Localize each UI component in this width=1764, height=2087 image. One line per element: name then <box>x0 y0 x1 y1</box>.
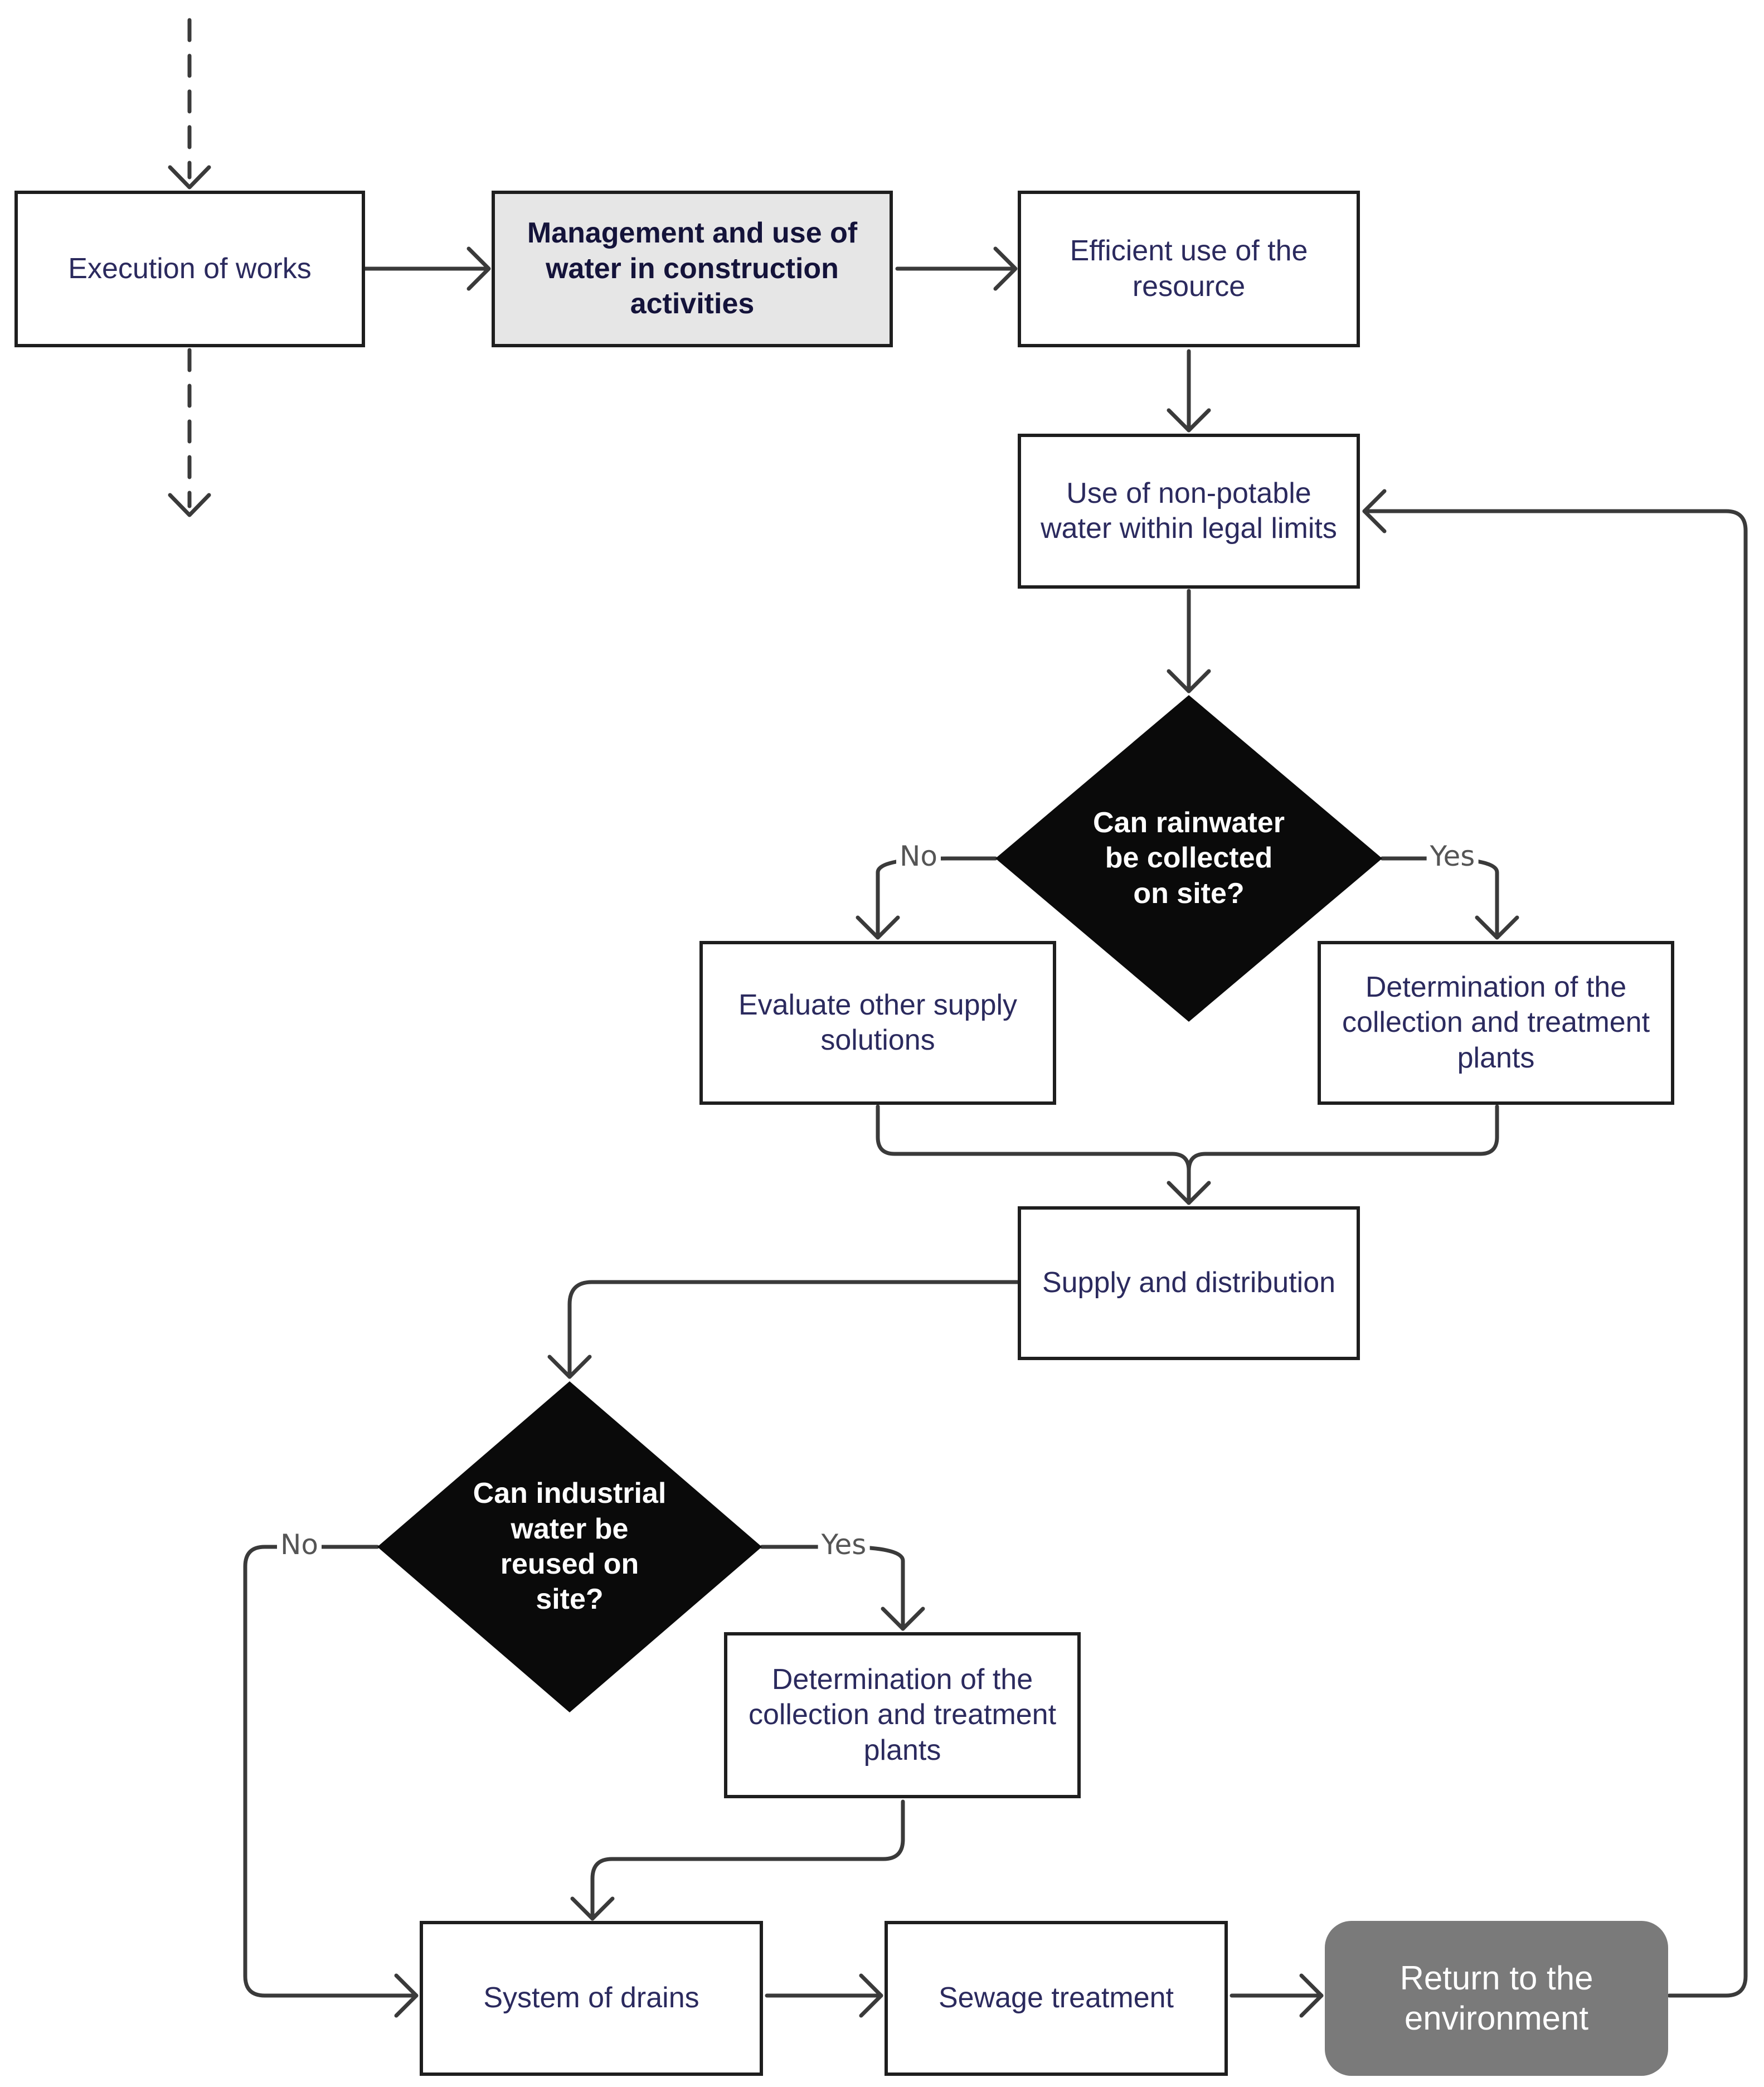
arrowhead-drains-top <box>570 1896 615 1921</box>
node-sewage-treatment[interactable]: Sewage treatment <box>885 1921 1228 2076</box>
edge-label-rain-no: No <box>896 840 941 872</box>
arrowhead-determination-1 <box>1475 915 1519 940</box>
edge-label-industrial-yes: Yes <box>818 1528 870 1561</box>
arrowhead-drains-left <box>394 1973 419 2018</box>
edge-label-industrial-no: No <box>277 1528 322 1561</box>
decision-industrial-label[interactable]: Can industrial water be reused on site? <box>473 1477 667 1616</box>
arrowhead-evaluate <box>856 915 900 940</box>
node-non-potable-water[interactable]: Use of non-potable water within legal li… <box>1018 434 1360 589</box>
arrowhead-management <box>466 246 491 291</box>
node-supply-distribution[interactable]: Supply and distribution <box>1018 1206 1360 1360</box>
node-efficient-use[interactable]: Efficient use of the resource <box>1018 191 1360 347</box>
node-evaluate-other-supply[interactable]: Evaluate other supply solutions <box>699 941 1056 1105</box>
arrowhead-return <box>1299 1973 1324 2018</box>
edge-determination-2-to-drains <box>590 1799 905 1921</box>
arrowhead-rain <box>1167 669 1211 693</box>
edge-supply-to-industrial <box>567 1280 1020 1379</box>
edge-evaluate-to-merge <box>876 1104 1191 1205</box>
node-determination-plants-2[interactable]: Determination of the collection and trea… <box>724 1632 1081 1798</box>
outgoing-dashed-arrowhead <box>168 493 211 517</box>
edge-label-rain-yes: Yes <box>1426 840 1479 872</box>
node-management-water[interactable]: Management and use of water in construct… <box>492 191 893 347</box>
edge-return-loop <box>1362 509 1748 1998</box>
arrowhead-industrial <box>547 1355 592 1379</box>
arrowhead-supply <box>1167 1181 1211 1205</box>
arrowhead-sewage <box>859 1973 883 2018</box>
edge-determination-1-to-merge <box>1187 1104 1499 1173</box>
node-execution-of-works[interactable]: Execution of works <box>14 191 365 347</box>
arrowhead-determination-2 <box>881 1606 925 1631</box>
arrowhead-efficient <box>993 246 1018 291</box>
edge-industrial-no <box>243 1545 419 1998</box>
node-return-to-environment[interactable]: Return to the environment <box>1325 1921 1668 2076</box>
arrowhead-nonpotable <box>1167 408 1211 433</box>
decision-rain-diamond <box>995 695 1382 1022</box>
node-system-of-drains[interactable]: System of drains <box>420 1921 763 2076</box>
decision-industrial-diamond <box>377 1381 762 1712</box>
incoming-dashed-arrowhead <box>168 165 211 190</box>
decision-rain-label[interactable]: Can rainwater be collected on site? <box>1093 806 1285 910</box>
node-determination-plants-1[interactable]: Determination of the collection and trea… <box>1318 941 1674 1105</box>
arrowhead-nonpotable-loop <box>1362 489 1387 533</box>
